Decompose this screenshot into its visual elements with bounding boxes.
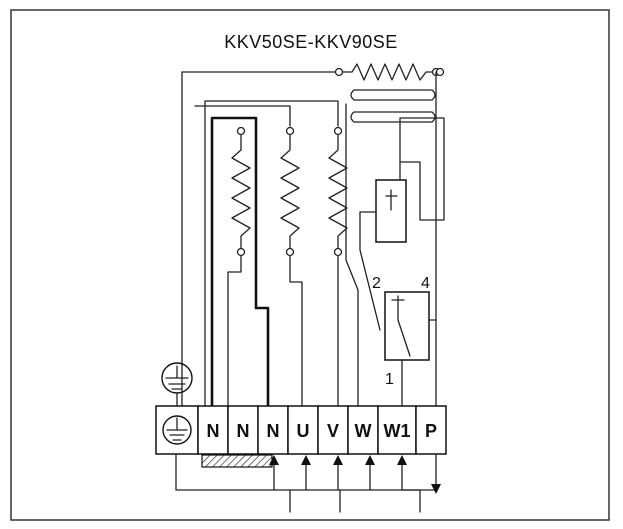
- wire-coil2: [289, 255, 303, 419]
- pin-label-2: 2: [372, 275, 381, 292]
- terminal-n1: N: [207, 421, 220, 441]
- heater-coils: [194, 100, 348, 419]
- terminal-w1: W1: [384, 421, 411, 441]
- wire-coil1: [227, 255, 242, 419]
- bottom-wiring: [175, 453, 437, 513]
- top-resistor: [181, 63, 445, 419]
- switch-241: 2 4 1: [372, 275, 437, 419]
- thermostat: [345, 89, 445, 419]
- terminal-block: N N N U V W W1 P: [155, 405, 447, 455]
- terminal-n2: N: [237, 421, 250, 441]
- pin-label-1: 1: [385, 371, 394, 388]
- arrow-up-icon: [269, 455, 407, 465]
- ground-icon: [162, 415, 192, 445]
- terminal-v: V: [327, 421, 339, 441]
- diagram-frame: [10, 9, 610, 521]
- ground-icon-top: [161, 362, 193, 407]
- arrow-down-icon: [431, 484, 441, 494]
- terminal-u: U: [297, 421, 310, 441]
- terminal-w: W: [355, 421, 372, 441]
- terminal-p: P: [425, 421, 437, 441]
- pin-label-4: 4: [421, 275, 430, 292]
- diagram-title: KKV50SE-KKV90SE: [224, 32, 398, 52]
- terminal-n3: N: [267, 421, 280, 441]
- wire-neutral-bold: [210, 116, 270, 418]
